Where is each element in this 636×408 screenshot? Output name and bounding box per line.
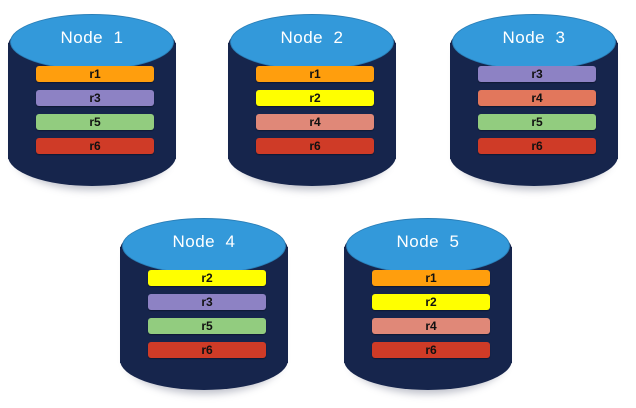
replica-label: r6 <box>309 139 321 153</box>
replica-label: r1 <box>89 67 101 81</box>
replica-bar[interactable]: r6 <box>36 138 154 154</box>
replica-bar[interactable]: r1 <box>372 270 490 286</box>
replica-label: r3 <box>531 67 543 81</box>
replica-label: r3 <box>201 295 213 309</box>
replica-label: r4 <box>425 319 437 333</box>
node-5[interactable]: Node 5 r1 r2 r4 r6 <box>344 212 512 400</box>
replica-label: r5 <box>531 115 543 129</box>
node-replica-list: r3 r4 r5 r6 <box>478 66 596 162</box>
node-replica-list: r2 r3 r5 r6 <box>148 270 266 366</box>
replica-bar[interactable]: r4 <box>478 90 596 106</box>
replica-label: r2 <box>309 91 321 105</box>
replica-bar[interactable]: r2 <box>256 90 374 106</box>
node-cylinder-top <box>122 218 286 274</box>
replica-label: r6 <box>89 139 101 153</box>
replica-bar[interactable]: r6 <box>256 138 374 154</box>
replica-bar[interactable]: r4 <box>256 114 374 130</box>
node-replica-list: r1 r2 r4 r6 <box>256 66 374 162</box>
replica-bar[interactable]: r3 <box>36 90 154 106</box>
replica-bar[interactable]: r6 <box>372 342 490 358</box>
replica-label: r4 <box>531 91 543 105</box>
replica-label: r6 <box>425 343 437 357</box>
replica-label: r1 <box>425 271 437 285</box>
replica-bar[interactable]: r3 <box>478 66 596 82</box>
replica-label: r6 <box>531 139 543 153</box>
replica-bar[interactable]: r5 <box>36 114 154 130</box>
replica-bar[interactable]: r2 <box>148 270 266 286</box>
replica-bar[interactable]: r6 <box>478 138 596 154</box>
replica-bar[interactable]: r1 <box>36 66 154 82</box>
node-title: Node 2 <box>280 28 344 47</box>
node-title: Node 4 <box>172 232 236 251</box>
node-1[interactable]: Node 1 r1 r3 r5 r6 <box>8 8 176 196</box>
replica-bar[interactable]: r6 <box>148 342 266 358</box>
replica-label: r2 <box>425 295 437 309</box>
node-cylinder-top <box>452 14 616 70</box>
node-cylinder-top <box>346 218 510 274</box>
node-3[interactable]: Node 3 r3 r4 r5 r6 <box>450 8 618 196</box>
replica-bar[interactable]: r5 <box>148 318 266 334</box>
node-replica-list: r1 r2 r4 r6 <box>372 270 490 366</box>
node-4[interactable]: Node 4 r2 r3 r5 r6 <box>120 212 288 400</box>
replica-label: r5 <box>201 319 213 333</box>
replica-label: r6 <box>201 343 213 357</box>
node-2[interactable]: Node 2 r1 r2 r4 r6 <box>228 8 396 196</box>
replica-bar[interactable]: r5 <box>478 114 596 130</box>
replica-label: r3 <box>89 91 101 105</box>
replica-label: r4 <box>309 115 321 129</box>
replica-label: r5 <box>89 115 101 129</box>
node-title: Node 3 <box>502 28 566 47</box>
replica-bar[interactable]: r2 <box>372 294 490 310</box>
node-title: Node 5 <box>396 232 460 251</box>
replica-bar[interactable]: r4 <box>372 318 490 334</box>
node-replica-list: r1 r3 r5 r6 <box>36 66 154 162</box>
replica-label: r1 <box>309 67 321 81</box>
node-title: Node 1 <box>60 28 124 47</box>
replica-bar[interactable]: r3 <box>148 294 266 310</box>
replica-label: r2 <box>201 271 213 285</box>
replica-bar[interactable]: r1 <box>256 66 374 82</box>
